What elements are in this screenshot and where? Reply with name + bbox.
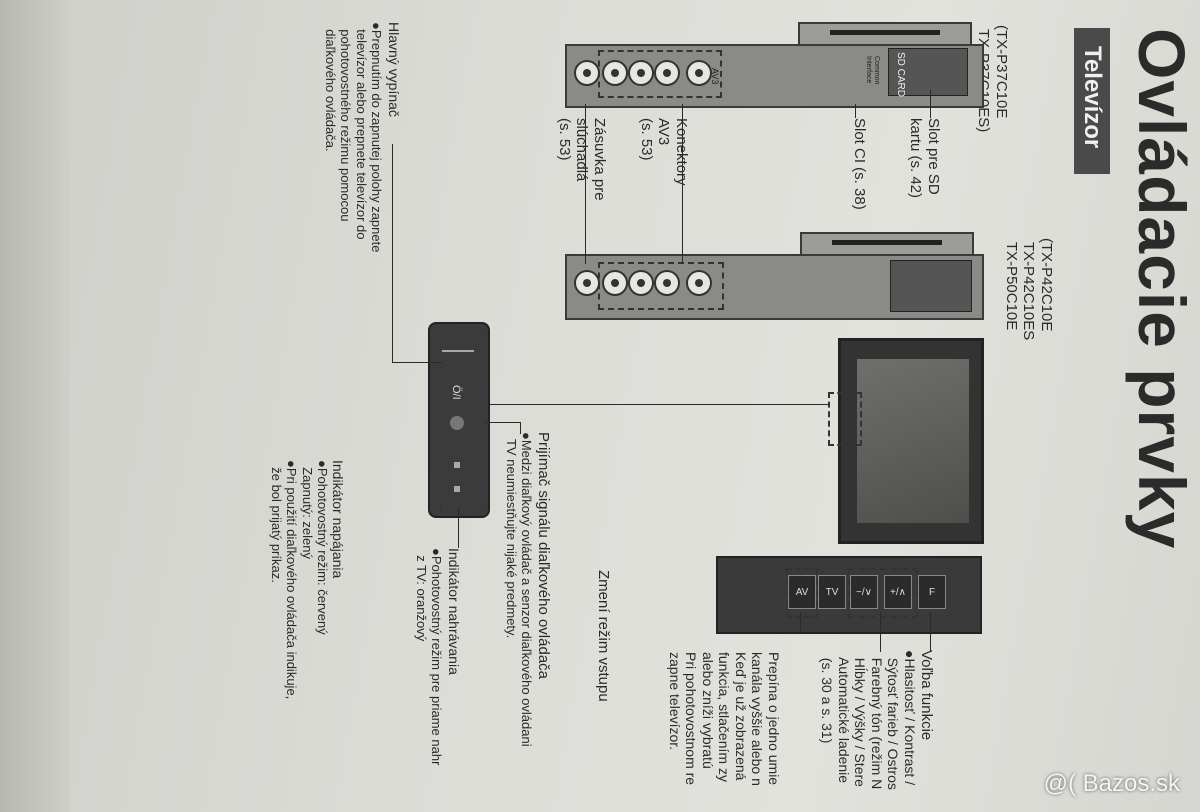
- callout-power-ind-title: Indikátor napájania: [330, 460, 346, 579]
- audio-r-jack-large: [602, 270, 628, 296]
- callout-function-title: Voľba funkcie: [918, 650, 935, 741]
- callout-receiver-title: Prijímač signálu diaľkového ovládača: [535, 432, 552, 680]
- leader-channel: [880, 612, 881, 652]
- callout-function-text: ●Hlasitosť / Kontrast / Sýtosť farieb / …: [819, 650, 918, 790]
- video-jack: [654, 60, 680, 86]
- callout-power-switch-title: Hlavný vypínač: [386, 22, 402, 117]
- tv-illustration: [838, 338, 984, 544]
- leader-sd: [930, 90, 931, 118]
- video-jack-large: [654, 270, 680, 296]
- leader-power-v: [392, 144, 393, 362]
- leader-power-h: [392, 362, 442, 363]
- page-fold-shadow: [0, 0, 70, 812]
- leader-av3: [682, 104, 683, 264]
- remote-receiver: [450, 416, 464, 430]
- tv-button: TV: [818, 575, 846, 609]
- leader-power-ind: [440, 508, 441, 510]
- leader-function: [930, 612, 931, 652]
- ci-slot-small: [798, 22, 972, 48]
- power-switch: [442, 350, 474, 352]
- callout-record-text: ●Pohotovostný režim pre priame nahr z TV…: [413, 548, 444, 766]
- watermark: @( Bazos.sk: [1043, 770, 1180, 797]
- leader-av: [800, 612, 801, 632]
- leader-ci: [855, 104, 856, 118]
- power-indicator-led: [454, 486, 460, 492]
- function-button: F: [918, 575, 946, 609]
- callout-headphones: Zásuvka pre slúchadlá (s. 53): [555, 118, 608, 201]
- leader-record: [458, 508, 459, 548]
- sd-card-label: SD CARD: [895, 52, 906, 98]
- leader-receiver-v: [520, 422, 521, 434]
- section-tag: Televízor: [1073, 28, 1110, 175]
- callout-record-title: Indikátor nahrávania: [446, 548, 462, 675]
- av-button-mark: [786, 568, 818, 618]
- sd-card-slot-large: [890, 260, 972, 312]
- leader-tv-front: [485, 404, 830, 405]
- leader-headphones: [585, 104, 586, 264]
- callout-power-ind-text: ●Pohotovostný režim: červený Zapnutý: ze…: [269, 460, 330, 700]
- channel-buttons-mark: [848, 568, 918, 618]
- audio-r-jack: [602, 60, 628, 86]
- record-indicator-led: [454, 462, 460, 468]
- audio-l-jack: [628, 60, 654, 86]
- callout-sd-slot: Slot pre SD kartu (s. 42): [907, 118, 942, 199]
- callout-input-mode: Zmení režim vstupu: [595, 570, 612, 702]
- leader-receiver-h: [486, 422, 520, 423]
- s-video-jack: [686, 60, 712, 86]
- av-button: AV: [788, 575, 816, 609]
- callout-channel-text: Prepína o jedno umie kanála vyššie alebo…: [666, 652, 782, 786]
- tv-front-panel-mark: [828, 392, 862, 446]
- headphone-jack: [574, 60, 600, 86]
- common-interface-label: Common Interface: [864, 56, 880, 85]
- audio-l-jack-large: [628, 270, 654, 296]
- models-large: (TX-P42C10E TX-P42C10ES TX-P50C10E: [1002, 238, 1055, 341]
- channel-down-button: −/∨: [850, 575, 878, 609]
- callout-power-switch-text: ●Prepnutím do zapnutej polohy zapnete te…: [323, 22, 384, 253]
- headphone-jack-large: [574, 270, 600, 296]
- av3-label: AV3: [710, 68, 720, 85]
- sd-card-slot-small: [888, 48, 968, 96]
- callout-receiver-text: ●Medzi diaľkový ovládač a senzor diaľkov…: [503, 432, 534, 747]
- channel-up-button: +/∧: [884, 575, 912, 609]
- callout-ci-slot: Slot CI (s. 38): [851, 118, 868, 210]
- s-video-jack-large: [686, 270, 712, 296]
- page-title: Ovládacie prvky: [1125, 28, 1199, 550]
- power-symbol: Ö/I: [450, 385, 462, 400]
